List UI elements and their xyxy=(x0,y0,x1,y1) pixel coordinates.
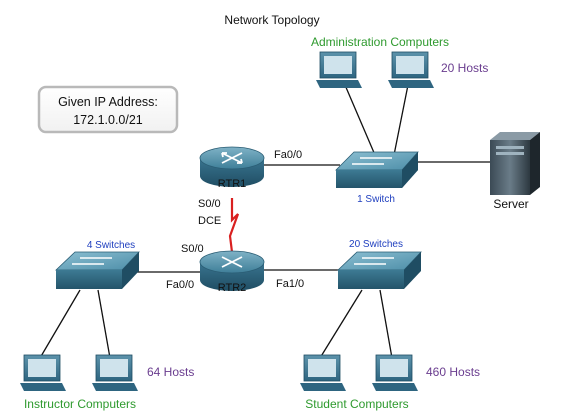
router-rtr1: RTR1 xyxy=(199,146,265,190)
diagram-title: Network Topology xyxy=(224,13,319,27)
instructor-hosts-label: 64 Hosts xyxy=(147,365,194,379)
pc-instructor-1 xyxy=(20,354,66,391)
instructor-computers-label: Instructor Computers xyxy=(24,397,136,411)
link-student-switch-pc2 xyxy=(379,289,393,359)
pc-student-1 xyxy=(300,354,346,391)
switch-admin xyxy=(335,151,419,188)
ip-address-label: Given IP Address: xyxy=(58,95,158,109)
router-arrows-icon xyxy=(221,256,243,268)
rtr1-dce-label: DCE xyxy=(198,215,221,227)
pc-student-2 xyxy=(372,354,418,391)
switch-admin-label: 1 Switch xyxy=(357,194,395,205)
pc-admin-2 xyxy=(388,51,434,88)
serial-link xyxy=(228,198,240,253)
link-student-switch-pc1 xyxy=(319,289,363,359)
switch-student xyxy=(336,251,422,289)
link-admin-switch-pc1 xyxy=(344,84,376,156)
rtr2-fa-left-interface-label: Fa0/0 xyxy=(166,279,194,291)
switch-arrows-icon xyxy=(72,257,112,265)
router-rtr1-label: RTR1 xyxy=(218,178,247,190)
switch-instructor xyxy=(54,251,140,289)
student-hosts-label: 460 Hosts xyxy=(426,365,480,379)
router-rtr2-label: RTR2 xyxy=(218,282,247,294)
admin-hosts-label: 20 Hosts xyxy=(441,61,488,75)
router-arrows-icon xyxy=(221,152,243,164)
rtr1-serial-interface-label: S0/0 xyxy=(198,198,221,210)
ip-address-box: Given IP Address: 172.1.0.0/21 xyxy=(37,85,179,134)
rtr2-serial-interface-label: S0/0 xyxy=(181,243,204,255)
admin-computers-label: Administration Computers xyxy=(311,35,449,49)
rtr1-fa-interface-label: Fa0/0 xyxy=(274,149,302,161)
pc-instructor-2 xyxy=(92,354,138,391)
switch-arrows-icon xyxy=(354,257,394,265)
link-instructor-switch-pc2 xyxy=(97,289,111,359)
ip-address-value: 172.1.0.0/21 xyxy=(73,113,143,127)
rtr2-fa-right-interface-label: Fa1/0 xyxy=(276,278,304,290)
switch-student-label: 20 Switches xyxy=(349,239,403,250)
server-icon xyxy=(490,132,540,195)
link-admin-switch-pc2 xyxy=(393,84,409,156)
router-rtr2: RTR2 xyxy=(199,250,265,294)
switch-arrows-icon xyxy=(352,157,392,165)
pc-admin-1 xyxy=(316,51,362,88)
links xyxy=(39,84,490,359)
student-computers-label: Student Computers xyxy=(305,397,408,411)
switch-instructor-label: 4 Switches xyxy=(87,240,135,251)
link-instructor-switch-pc1 xyxy=(39,289,81,359)
server-label: Server xyxy=(493,197,528,211)
